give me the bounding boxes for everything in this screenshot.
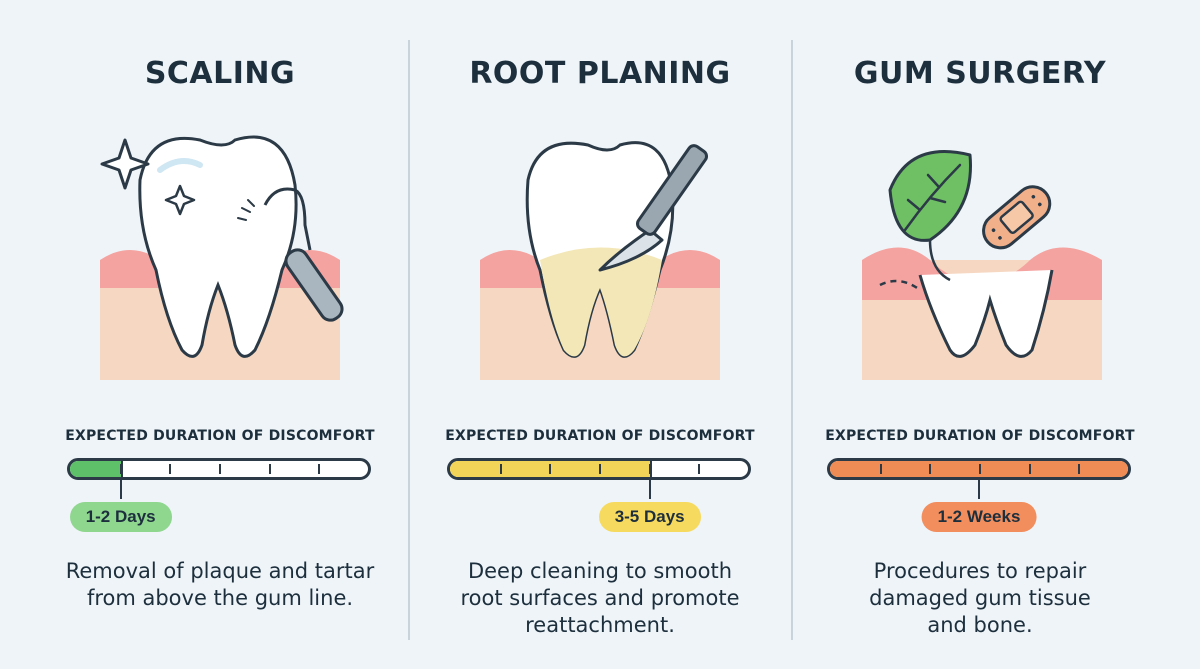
procedure-description: Deep cleaning to smooth root surfaces an… [460, 559, 740, 637]
bar-tick [549, 464, 552, 474]
root-planing-illustration [480, 141, 720, 380]
panel-title: ROOT PLANING [469, 56, 731, 91]
bar-tick [599, 464, 601, 474]
gum-surgery-illustration [862, 150, 1102, 380]
panel-title: SCALING [144, 56, 296, 91]
duration-badge: 1-2 Days [69, 502, 172, 532]
scaling-illustration [100, 135, 344, 380]
bar-tick [169, 464, 172, 474]
bar-tick [499, 464, 502, 474]
bar-tick [929, 464, 932, 474]
panel-scaling: SCALING EXPECTED DURATION OF DISCOMFORT … [20, 0, 420, 669]
incision-line [879, 279, 921, 292]
duration-badge: 1-2 Weeks [921, 502, 1037, 532]
scalpel-icon [598, 144, 709, 272]
procedure-description: Procedures to repair damaged gum tissue … [869, 559, 1091, 637]
duration-label: EXPECTED DURATION OF DISCOMFORT [65, 428, 375, 444]
sparkle-icon [164, 184, 196, 216]
duration-badge: 3-5 Days [598, 502, 701, 532]
tooth-root [918, 269, 1054, 358]
panel-divider [791, 40, 793, 640]
bar-tick [1078, 464, 1081, 474]
bar-tick [268, 464, 271, 474]
sparkle-icon [100, 138, 150, 190]
duration-label: EXPECTED DURATION OF DISCOMFORT [445, 428, 755, 444]
panel-title: GUM SURGERY [853, 56, 1107, 91]
bar-tick [219, 464, 221, 474]
duration-label: EXPECTED DURATION OF DISCOMFORT [825, 428, 1135, 444]
panel-root-planing: ROOT PLANING EXPECTED DURATION OF DISCOM… [400, 0, 800, 669]
bar-tick [698, 464, 701, 474]
bar-tick [318, 464, 321, 474]
discomfort-duration-bar [67, 458, 371, 480]
bar-tick [648, 464, 651, 474]
leaf-icon [888, 150, 972, 282]
bar-pointer [648, 477, 651, 499]
bar-pointer [978, 477, 980, 499]
bandage-icon [982, 185, 1052, 250]
bar-tick [979, 464, 981, 474]
discomfort-fill [70, 461, 123, 477]
bar-tick [879, 464, 882, 474]
panel-divider [408, 40, 410, 640]
bar-tick [1028, 464, 1031, 474]
bar-tick [119, 464, 122, 474]
bar-pointer [119, 477, 122, 499]
panel-gum-surgery: GUM SURGERY EXPECTED DURATION OF DISCOMF… [780, 0, 1180, 669]
root-surface [540, 247, 662, 357]
scaler-tool-icon [237, 187, 344, 322]
procedure-description: Removal of plaque and tartar from above … [65, 559, 375, 610]
discomfort-duration-bar [447, 458, 751, 480]
